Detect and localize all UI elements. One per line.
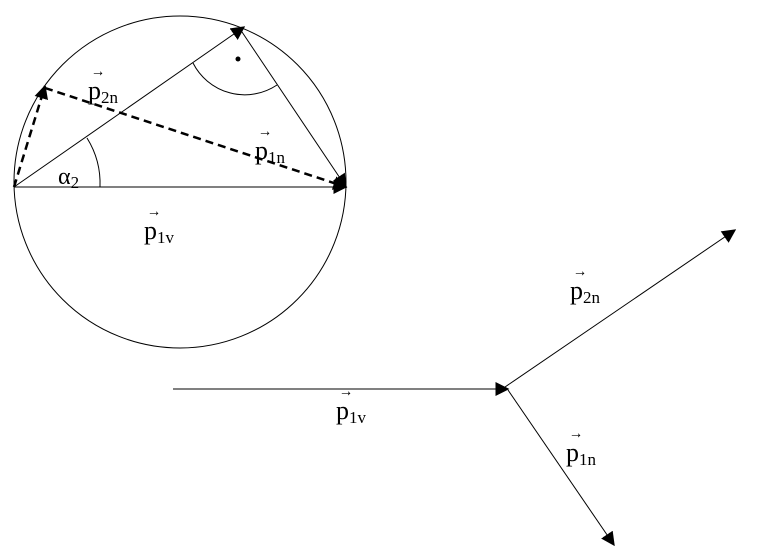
label-p1n-collision: p1n <box>566 440 596 469</box>
right-angle-arc <box>192 62 278 96</box>
label-p1n-circle: p1n <box>255 138 285 167</box>
label-p2n-circle: p2n <box>88 78 118 107</box>
label-p1v-circle: p1v <box>144 218 174 247</box>
p1n-outgoing-vector <box>507 389 615 547</box>
alpha-angle-arc <box>86 137 101 188</box>
p1n-vector-circle <box>239 28 347 189</box>
label-p1v-collision: p1v <box>336 398 366 427</box>
p2n-dashed-vector <box>12 84 48 188</box>
p2n-vector-circle <box>13 26 246 188</box>
right-angle-dot <box>235 56 241 62</box>
label-p2n-collision: p2n <box>570 278 600 307</box>
p2n-outgoing-vector <box>504 229 737 388</box>
label-alpha2: α2 <box>58 164 80 192</box>
